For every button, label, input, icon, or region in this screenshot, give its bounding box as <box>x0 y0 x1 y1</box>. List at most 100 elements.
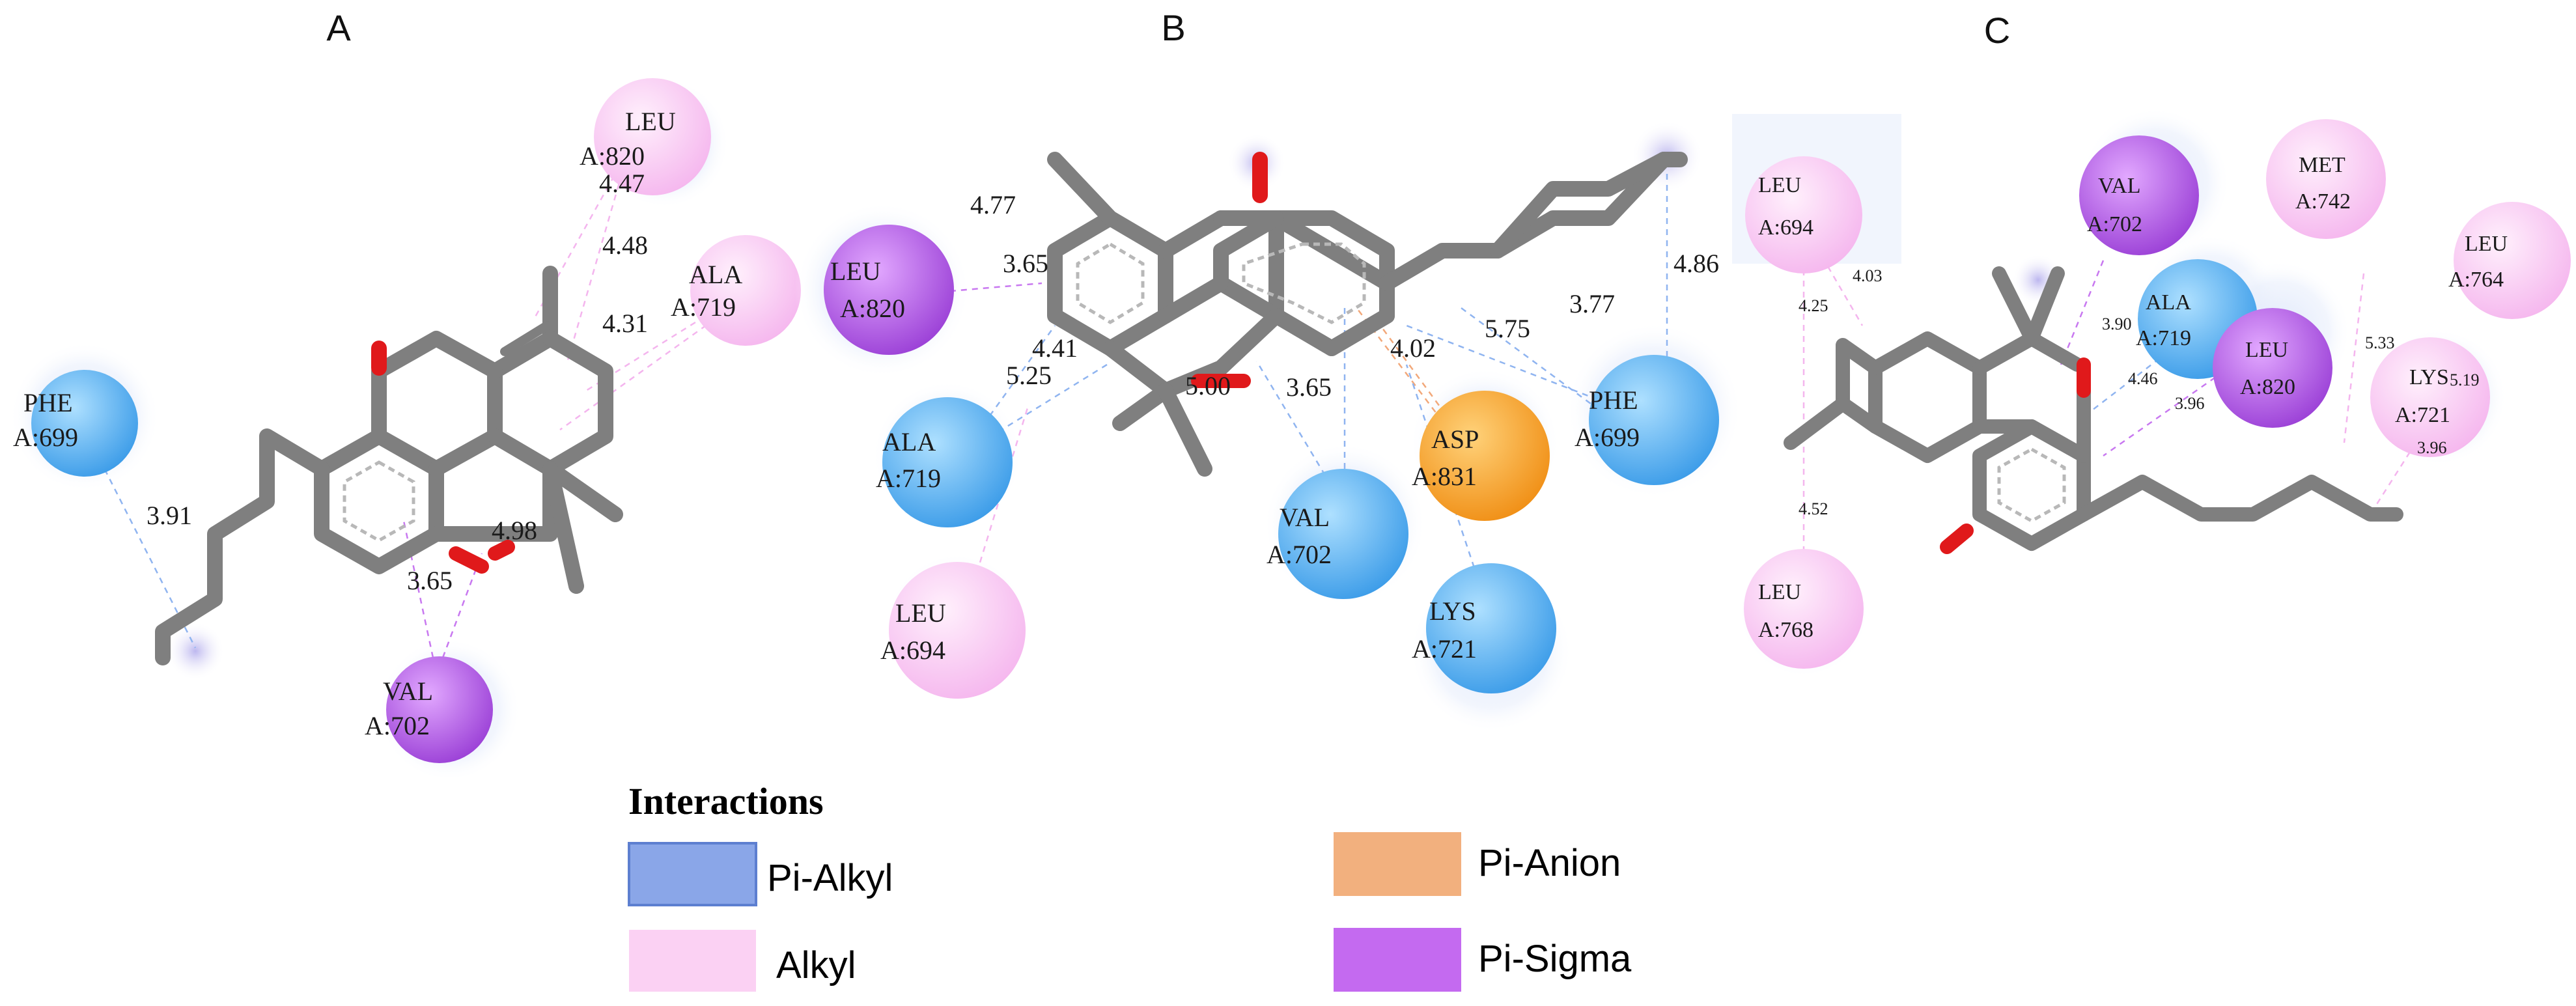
svg-text:5.33: 5.33 <box>2365 333 2395 352</box>
svg-text:A:719: A:719 <box>876 464 941 493</box>
svg-text:3.90: 3.90 <box>2102 314 2132 333</box>
svg-text:VAL: VAL <box>383 677 433 706</box>
svg-text:3.96: 3.96 <box>2175 394 2205 413</box>
svg-text:A:820: A:820 <box>2240 375 2295 399</box>
svg-text:4.31: 4.31 <box>602 309 648 338</box>
svg-text:5.00: 5.00 <box>1185 371 1231 400</box>
legend-item-alkyl: Alkyl <box>629 930 856 992</box>
residue-a-leu820: LEU A:820 <box>580 78 711 195</box>
svg-text:4.46: 4.46 <box>2128 369 2158 388</box>
residue-b-phe699: PHE A:699 <box>1575 355 1719 485</box>
svg-text:ALA: ALA <box>689 260 742 289</box>
legend-label-pi-anion: Pi-Anion <box>1478 842 1621 884</box>
svg-text:LEU: LEU <box>625 107 676 136</box>
svg-text:MET: MET <box>2299 153 2345 177</box>
svg-text:4.47: 4.47 <box>599 169 645 198</box>
svg-text:A:702: A:702 <box>2087 212 2142 236</box>
panel-c: LEU A:694 VAL A:702 MET A:742 LEU A:764 … <box>1732 107 2571 677</box>
residue-b-val702: VAL A:702 <box>1267 469 1408 599</box>
legend-item-pi-sigma: Pi-Sigma <box>1334 928 1632 992</box>
svg-text:A:768: A:768 <box>1758 618 1813 642</box>
svg-text:4.77: 4.77 <box>970 190 1016 219</box>
svg-text:A:699: A:699 <box>1575 423 1640 452</box>
svg-text:5.19: 5.19 <box>2450 370 2480 389</box>
residue-c-leu768: LEU A:768 <box>1744 549 1864 669</box>
panel-c-letter: C <box>1984 10 2010 51</box>
svg-text:3.65: 3.65 <box>1286 372 1332 402</box>
panel-a-letter: A <box>326 7 351 48</box>
svg-text:4.52: 4.52 <box>1799 499 1828 518</box>
svg-text:A:699: A:699 <box>13 423 78 452</box>
legend-item-pi-alkyl: Pi-Alkyl <box>628 842 893 906</box>
panel-b-distances: 4.77 3.65 4.41 5.25 5.00 3.65 4.02 5.75 … <box>970 190 1719 402</box>
residue-a-val702: VAL A:702 <box>365 656 493 763</box>
svg-text:VAL: VAL <box>1280 503 1330 532</box>
svg-text:4.86: 4.86 <box>1673 249 1719 278</box>
svg-text:A:742: A:742 <box>2295 189 2351 214</box>
svg-text:A:702: A:702 <box>1267 540 1332 569</box>
svg-text:3.96: 3.96 <box>2417 438 2447 457</box>
svg-text:LEU: LEU <box>2465 232 2508 256</box>
svg-text:A:721: A:721 <box>1412 634 1477 664</box>
residue-c-met742: MET A:742 <box>2266 119 2386 239</box>
legend-swatch-pi-sigma <box>1334 928 1461 992</box>
svg-text:4.98: 4.98 <box>492 516 537 545</box>
panel-a-distances: 4.47 4.48 4.31 3.91 3.65 4.98 <box>147 169 648 595</box>
residue-a-ala719: ALA A:719 <box>671 235 801 346</box>
svg-text:ALA: ALA <box>2146 290 2191 314</box>
svg-text:LEU: LEU <box>895 598 946 628</box>
residue-b-ala719: ALA A:719 <box>876 397 1013 527</box>
svg-text:5.75: 5.75 <box>1485 314 1530 343</box>
residue-c-val702: VAL A:702 <box>2079 135 2199 255</box>
svg-text:A:764: A:764 <box>2448 268 2504 292</box>
svg-text:A:820: A:820 <box>580 141 645 171</box>
svg-text:LEU: LEU <box>1758 173 1801 197</box>
svg-text:A:702: A:702 <box>365 711 430 740</box>
svg-text:4.41: 4.41 <box>1032 333 1078 363</box>
panel-b: LEU A:820 ALA A:719 LEU A:694 VAL A:702 … <box>794 120 1742 733</box>
residue-b-leu820: LEU A:820 <box>824 225 954 355</box>
svg-text:A:820: A:820 <box>840 294 905 323</box>
svg-text:5.25: 5.25 <box>1006 361 1052 390</box>
residue-b-asp831: ASP A:831 <box>1412 391 1550 521</box>
svg-text:LEU: LEU <box>2245 338 2288 362</box>
svg-text:3.65: 3.65 <box>407 566 453 595</box>
legend-swatch-pi-alkyl <box>628 842 757 906</box>
svg-text:A:719: A:719 <box>2136 326 2191 350</box>
panel-c-distances: 4.03 4.25 4.52 3.90 4.46 3.96 5.33 5.19 … <box>1799 266 2480 518</box>
residue-b-leu694: LEU A:694 <box>880 562 1026 699</box>
panel-a: LEU A:820 ALA A:719 PHE A:699 VAL A:702 … <box>10 78 801 781</box>
panel-b-letter: B <box>1161 7 1185 48</box>
svg-text:PHE: PHE <box>1589 385 1638 415</box>
svg-text:LEU: LEU <box>830 257 881 286</box>
residue-c-lys721: LYS A:721 <box>2370 337 2490 457</box>
svg-text:LYS: LYS <box>2409 365 2449 389</box>
svg-text:LEU: LEU <box>1758 580 1801 604</box>
svg-text:4.48: 4.48 <box>602 231 648 260</box>
svg-text:3.65: 3.65 <box>1003 249 1048 278</box>
svg-text:PHE: PHE <box>23 388 73 417</box>
residue-a-phe699: PHE A:699 <box>13 370 138 477</box>
legend-label-pi-sigma: Pi-Sigma <box>1478 938 1632 980</box>
svg-text:ALA: ALA <box>882 427 936 456</box>
legend-item-pi-anion: Pi-Anion <box>1334 832 1621 896</box>
svg-text:A:721: A:721 <box>2395 403 2450 427</box>
svg-text:A:831: A:831 <box>1412 462 1477 491</box>
svg-text:A:694: A:694 <box>1758 216 1813 240</box>
svg-text:LYS: LYS <box>1429 596 1476 626</box>
svg-text:A:719: A:719 <box>671 292 736 322</box>
legend-title: Interactions <box>628 780 824 822</box>
svg-text:4.25: 4.25 <box>1799 296 1828 315</box>
svg-text:3.77: 3.77 <box>1569 289 1615 318</box>
svg-text:3.91: 3.91 <box>147 501 192 530</box>
legend-swatch-pi-anion <box>1334 832 1461 896</box>
svg-text:ASP: ASP <box>1431 425 1479 454</box>
svg-text:4.02: 4.02 <box>1390 333 1436 363</box>
svg-text:A:694: A:694 <box>880 636 945 665</box>
residue-c-leu764: LEU A:764 <box>2448 202 2571 319</box>
panel-c-molecule <box>1784 266 2403 554</box>
residue-b-lys721: LYS A:721 <box>1412 563 1556 693</box>
panel-b-molecule <box>1047 152 1688 477</box>
